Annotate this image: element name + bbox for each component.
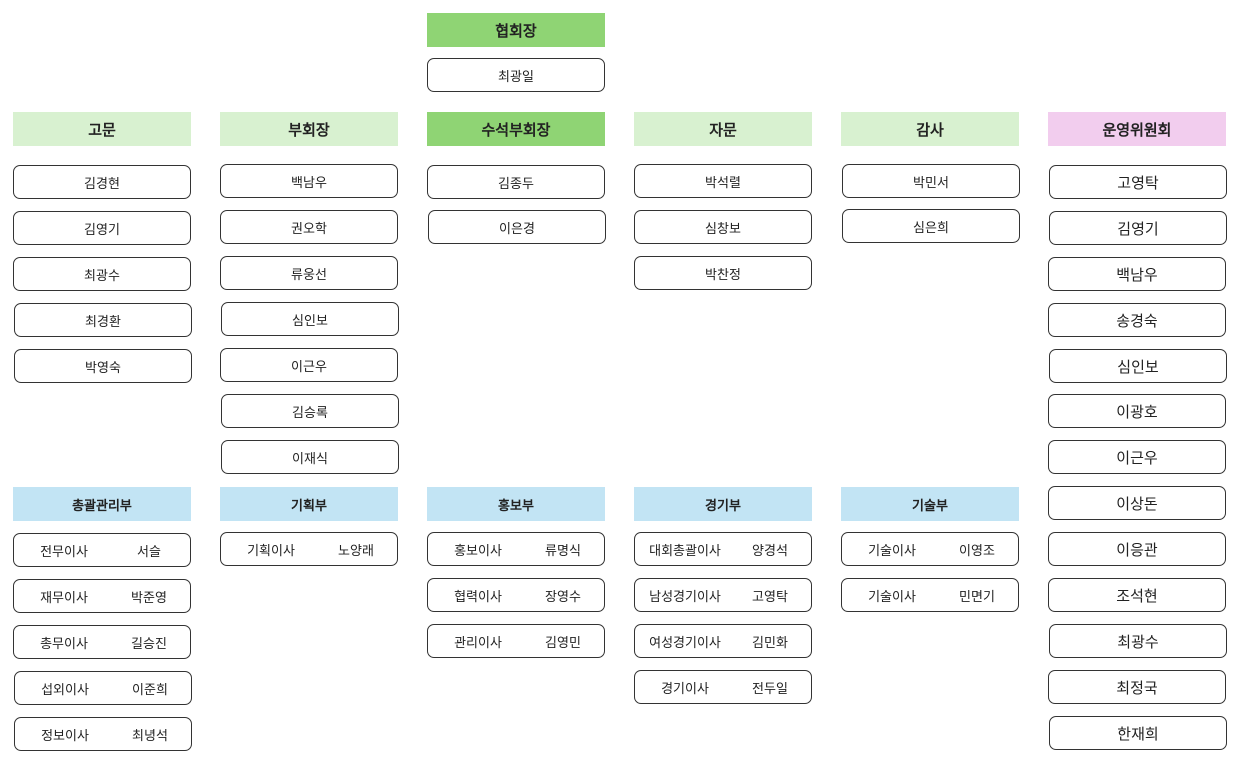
steering-committee-member-box: 김영기 — [1049, 211, 1227, 245]
general-management-member-box: 전무이사 서슬 — [13, 533, 191, 567]
general-management-member-box: 총무이사 길승진 — [13, 625, 191, 659]
public-relations-member-box: 협력이사 장영수 — [427, 578, 605, 612]
steering-committee-member-box: 조석현 — [1048, 578, 1226, 612]
member-role: 여성경기이사 — [649, 635, 721, 651]
member-name: 노양래 — [338, 543, 374, 559]
consultant-member-box: 박석렬 — [634, 164, 812, 198]
steering-committee-member-box: 한재희 — [1049, 716, 1227, 750]
advisor-member-box: 김영기 — [13, 211, 191, 245]
advisor-member-box: 김경현 — [13, 165, 191, 199]
public-relations-member-box: 관리이사 김영민 — [427, 624, 605, 658]
advisor-member-box: 박영숙 — [14, 349, 192, 383]
steering-committee-member-box: 이광호 — [1048, 394, 1226, 428]
steering-committee-member-box: 이응관 — [1048, 532, 1226, 566]
planning-dept-header: 기획부 — [220, 487, 398, 521]
consultant-header: 자문 — [634, 112, 812, 146]
vice-president-member-box: 이근우 — [220, 348, 398, 382]
member-name: 이영조 — [959, 543, 995, 559]
steering-committee-member-box: 심인보 — [1049, 349, 1227, 383]
competition-member-box: 경기이사 전두일 — [634, 670, 812, 704]
general-management-member-box: 정보이사 최녕석 — [14, 717, 192, 751]
vice-president-member-box: 이재식 — [221, 440, 399, 474]
senior-vice-president-member-box: 이은경 — [428, 210, 606, 244]
member-role: 협력이사 — [454, 589, 502, 605]
steering-committee-header: 운영위원회 — [1048, 112, 1226, 146]
member-name: 서슬 — [137, 544, 161, 560]
member-name: 박준영 — [131, 590, 167, 606]
public-relations-dept-header: 홍보부 — [427, 487, 605, 521]
general-management-member-box: 재무이사 박준영 — [13, 579, 191, 613]
vice-president-member-box: 백남우 — [220, 164, 398, 198]
consultant-member-box: 심창보 — [634, 210, 812, 244]
member-role: 기술이사 — [868, 543, 916, 559]
public-relations-member-box: 홍보이사 류명식 — [427, 532, 605, 566]
steering-committee-member-box: 최정국 — [1048, 670, 1226, 704]
member-role: 섭외이사 — [41, 682, 89, 698]
member-role: 홍보이사 — [454, 543, 502, 559]
member-name: 김영민 — [545, 635, 581, 651]
auditor-header: 감사 — [841, 112, 1019, 146]
vice-president-header: 부회장 — [220, 112, 398, 146]
member-role: 정보이사 — [41, 728, 89, 744]
member-name: 류명식 — [545, 543, 581, 559]
auditor-member-box: 심은희 — [842, 209, 1020, 243]
competition-member-box: 대회총괄이사 양경석 — [634, 532, 812, 566]
member-name: 고영탁 — [752, 589, 788, 605]
steering-committee-member-box: 송경숙 — [1048, 303, 1226, 337]
president-name-box: 최광일 — [427, 58, 605, 92]
member-name: 이준희 — [132, 682, 168, 698]
president-header: 협회장 — [427, 13, 605, 47]
member-role: 재무이사 — [40, 590, 88, 606]
vice-president-member-box: 김승록 — [221, 394, 399, 428]
member-name: 장영수 — [545, 589, 581, 605]
advisor-member-box: 최광수 — [13, 257, 191, 291]
competition-dept-header: 경기부 — [634, 487, 812, 521]
member-role: 전무이사 — [40, 544, 88, 560]
vice-president-member-box: 류웅선 — [220, 256, 398, 290]
steering-committee-member-box: 이상돈 — [1048, 486, 1226, 520]
general-management-member-box: 섭외이사 이준희 — [14, 671, 192, 705]
steering-committee-member-box: 이근우 — [1048, 440, 1226, 474]
member-role: 총무이사 — [40, 636, 88, 652]
consultant-member-box: 박찬정 — [634, 256, 812, 290]
auditor-member-box: 박민서 — [842, 164, 1020, 198]
competition-member-box: 여성경기이사 김민화 — [634, 624, 812, 658]
member-name: 양경석 — [752, 543, 788, 559]
member-name: 민면기 — [959, 589, 995, 605]
steering-committee-member-box: 고영탁 — [1049, 165, 1227, 199]
vice-president-member-box: 권오학 — [220, 210, 398, 244]
technical-member-box: 기술이사 민면기 — [841, 578, 1019, 612]
member-role: 대회총괄이사 — [649, 543, 721, 559]
member-role: 기술이사 — [868, 589, 916, 605]
steering-committee-member-box: 최광수 — [1049, 624, 1227, 658]
planning-member-box: 기획이사 노양래 — [220, 532, 398, 566]
member-name: 길승진 — [131, 636, 167, 652]
advisor-header: 고문 — [13, 112, 191, 146]
technical-dept-header: 기술부 — [841, 487, 1019, 521]
member-role: 남성경기이사 — [649, 589, 721, 605]
member-role: 경기이사 — [661, 681, 709, 697]
technical-member-box: 기술이사 이영조 — [841, 532, 1019, 566]
member-name: 전두일 — [752, 681, 788, 697]
member-role: 관리이사 — [454, 635, 502, 651]
steering-committee-member-box: 백남우 — [1048, 257, 1226, 291]
member-name: 김민화 — [752, 635, 788, 651]
competition-member-box: 남성경기이사 고영탁 — [634, 578, 812, 612]
senior-vice-president-header: 수석부회장 — [427, 112, 605, 146]
advisor-member-box: 최경환 — [14, 303, 192, 337]
member-name: 최녕석 — [132, 728, 168, 744]
general-management-dept-header: 총괄관리부 — [13, 487, 191, 521]
member-role: 기획이사 — [247, 543, 295, 559]
vice-president-member-box: 심인보 — [221, 302, 399, 336]
senior-vice-president-member-box: 김종두 — [427, 165, 605, 199]
